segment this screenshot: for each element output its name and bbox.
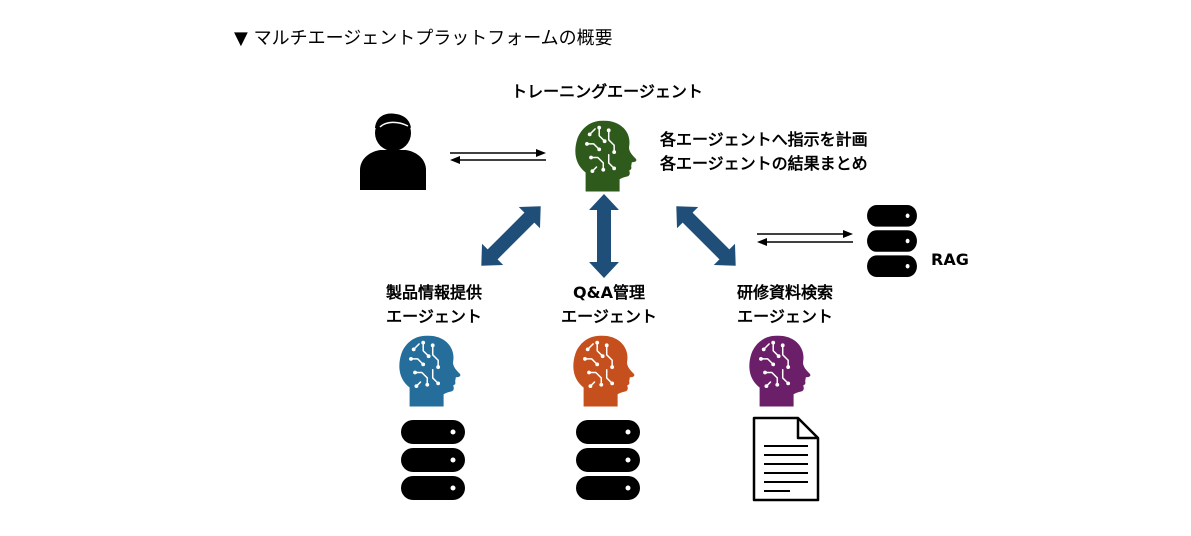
training-agent-description: 各エージェントへ指示を計画 各エージェントの結果まとめ bbox=[660, 128, 868, 176]
user-icon bbox=[360, 113, 426, 190]
diagram-title: ▼ マルチエージェントプラットフォームの概要 bbox=[234, 28, 613, 49]
description-line-1: 各エージェントへ指示を計画 bbox=[660, 130, 868, 149]
arrow-to-qa-agent bbox=[589, 194, 619, 278]
agent-label-product-info: 製品情報提供 エージェント bbox=[386, 281, 482, 329]
agent-label-line-2: エージェント bbox=[386, 307, 482, 326]
training-agent-label: トレーニングエージェント bbox=[511, 82, 703, 101]
rag-database-icon bbox=[867, 205, 917, 277]
agent-label-qa: Q&A管理 エージェント bbox=[561, 281, 657, 329]
arrow-to-product-agent bbox=[470, 195, 552, 277]
rag-label: RAG bbox=[931, 250, 969, 269]
qa-database-icon bbox=[576, 420, 640, 500]
connector-arrows bbox=[470, 194, 747, 278]
product-database-icon bbox=[401, 420, 465, 500]
qa-agent-head-icon bbox=[572, 334, 636, 408]
product-agent-head-icon bbox=[398, 334, 462, 408]
description-line-2: 各エージェントの結果まとめ bbox=[660, 154, 868, 173]
agent-label-line-1: Q&A管理 bbox=[573, 283, 645, 302]
rag-arrows bbox=[756, 229, 854, 247]
training-agent-head-icon bbox=[574, 119, 638, 193]
agent-label-line-2: エージェント bbox=[561, 307, 657, 326]
agent-label-line-2: エージェント bbox=[737, 307, 833, 326]
document-icon bbox=[752, 416, 820, 502]
user-agent-arrows bbox=[449, 148, 547, 165]
agent-label-line-1: 製品情報提供 bbox=[385, 283, 483, 302]
agent-label-line-1: 研修資料検索 bbox=[736, 283, 834, 302]
arrow-to-training-search-agent bbox=[665, 195, 747, 277]
training-search-agent-head-icon bbox=[748, 334, 812, 408]
agent-label-training-search: 研修資料検索 エージェント bbox=[737, 281, 833, 329]
